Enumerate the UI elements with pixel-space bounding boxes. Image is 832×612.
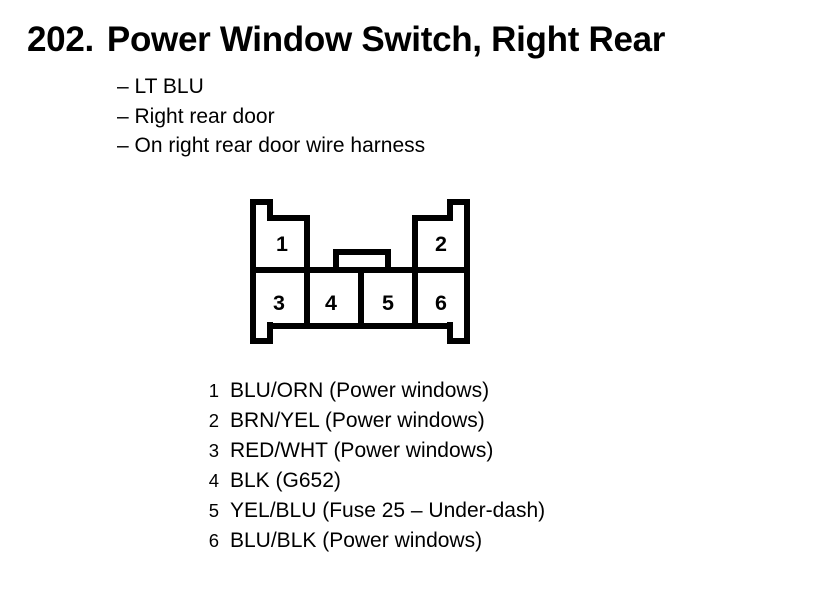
legend-wire-desc: YEL/BLU (Fuse 25 – Under-dash) bbox=[230, 499, 546, 522]
connector-notes: – LT BLU – Right rear door – On right re… bbox=[117, 72, 425, 161]
pin-number-4: 4 bbox=[325, 291, 337, 315]
pin-number-6: 6 bbox=[435, 291, 447, 315]
legend-wire-desc: BLK (G652) bbox=[230, 469, 341, 492]
section-title: Power Window Switch, Right Rear bbox=[106, 20, 666, 59]
legend-wire-desc: BLU/ORN (Power windows) bbox=[230, 379, 490, 402]
legend-row: 3 RED/WHT (Power windows) bbox=[191, 436, 545, 466]
legend-pin-number: 6 bbox=[208, 530, 219, 551]
connector-outline bbox=[250, 199, 470, 344]
connector-pin-numbers: 1 2 3 4 5 6 bbox=[273, 232, 447, 315]
pin-legend: 1 BLU/ORN (Power windows) 2 BRN/YEL (Pow… bbox=[191, 376, 545, 556]
legend-row: 5 YEL/BLU (Fuse 25 – Under-dash) bbox=[191, 496, 545, 526]
legend-row: 4 BLK (G652) bbox=[191, 466, 545, 496]
note-harness: – On right rear door wire harness bbox=[117, 134, 426, 157]
pin-number-5: 5 bbox=[382, 291, 394, 315]
legend-pin-number: 5 bbox=[208, 500, 219, 521]
section-number: 202. bbox=[27, 20, 94, 59]
note-location: – Right rear door bbox=[117, 104, 275, 128]
legend-pin-number: 1 bbox=[208, 380, 219, 401]
page-title: 202. Power Window Switch, Right Rear bbox=[27, 22, 665, 57]
pin-number-3: 3 bbox=[273, 291, 285, 315]
legend-row: 2 BRN/YEL (Power windows) bbox=[191, 406, 545, 436]
legend-pin-number: 2 bbox=[208, 410, 219, 431]
note-wire-color: – LT BLU bbox=[117, 75, 204, 98]
pin-number-1: 1 bbox=[276, 232, 288, 256]
legend-row: 1 BLU/ORN (Power windows) bbox=[191, 376, 545, 406]
legend-row: 6 BLU/BLK (Power windows) bbox=[191, 526, 545, 556]
pin-number-2: 2 bbox=[435, 232, 447, 256]
legend-wire-desc: RED/WHT (Power windows) bbox=[230, 439, 494, 462]
legend-pin-number: 3 bbox=[208, 440, 219, 461]
legend-wire-desc: BRN/YEL (Power windows) bbox=[230, 409, 485, 432]
legend-pin-number: 4 bbox=[208, 470, 219, 491]
legend-wire-desc: BLU/BLK (Power windows) bbox=[230, 529, 483, 552]
